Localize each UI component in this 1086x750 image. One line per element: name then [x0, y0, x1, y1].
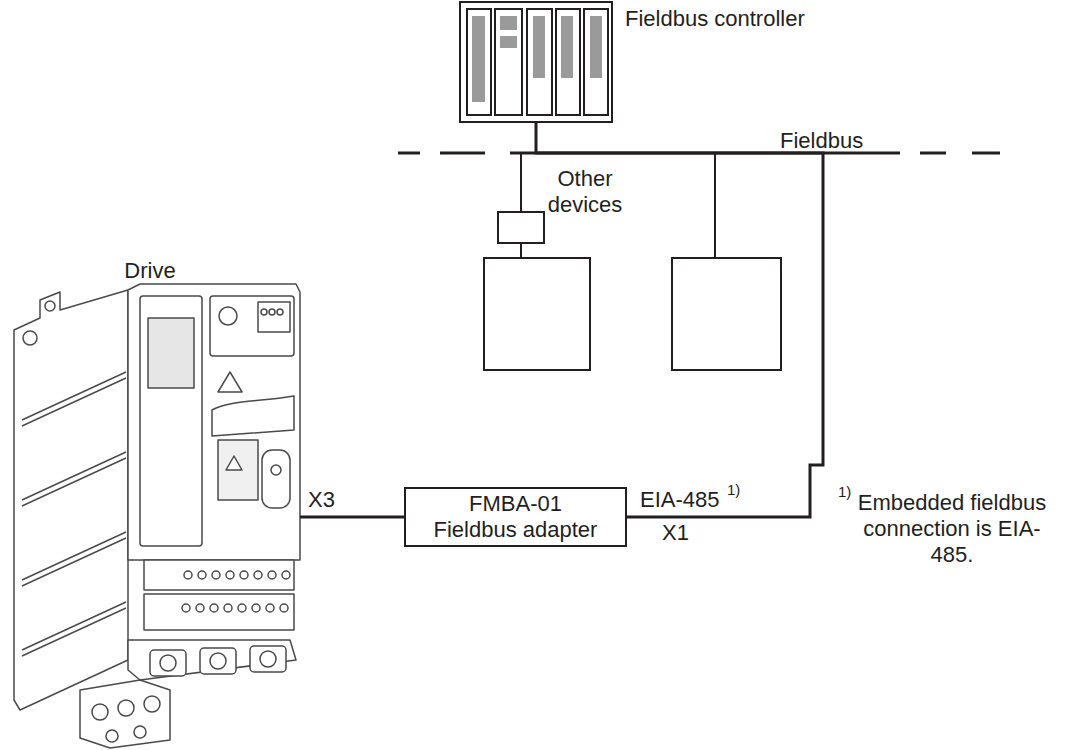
node-text: Drive	[0, 258, 300, 284]
fieldbus-adapter-box: FMBA-01 Fieldbus adapter	[404, 487, 627, 547]
node-text: Fieldbus controller	[625, 6, 805, 32]
drive-illustration	[14, 284, 300, 748]
drive: Drive	[0, 258, 300, 748]
bus-name: Fieldbus	[780, 128, 863, 154]
group-label: Other devices	[527, 166, 643, 218]
interface-name: EIA-485	[640, 487, 720, 513]
connector-line	[300, 516, 404, 519]
rack-module-marks	[472, 16, 602, 102]
connector-name: X3	[306, 487, 337, 513]
footnote-text: Embedded fieldbus connection is EIA-485.	[852, 490, 1052, 568]
node-text: FMBA-01 Fieldbus adapter	[430, 491, 602, 543]
fieldbus-controller: Fieldbus controller	[460, 2, 612, 122]
controller-rack	[460, 2, 612, 122]
footnote-marker: 1)	[838, 484, 851, 500]
footnote-marker: 1)	[727, 482, 740, 498]
other-device-symbols	[484, 153, 781, 370]
connector-name: X1	[662, 520, 689, 546]
